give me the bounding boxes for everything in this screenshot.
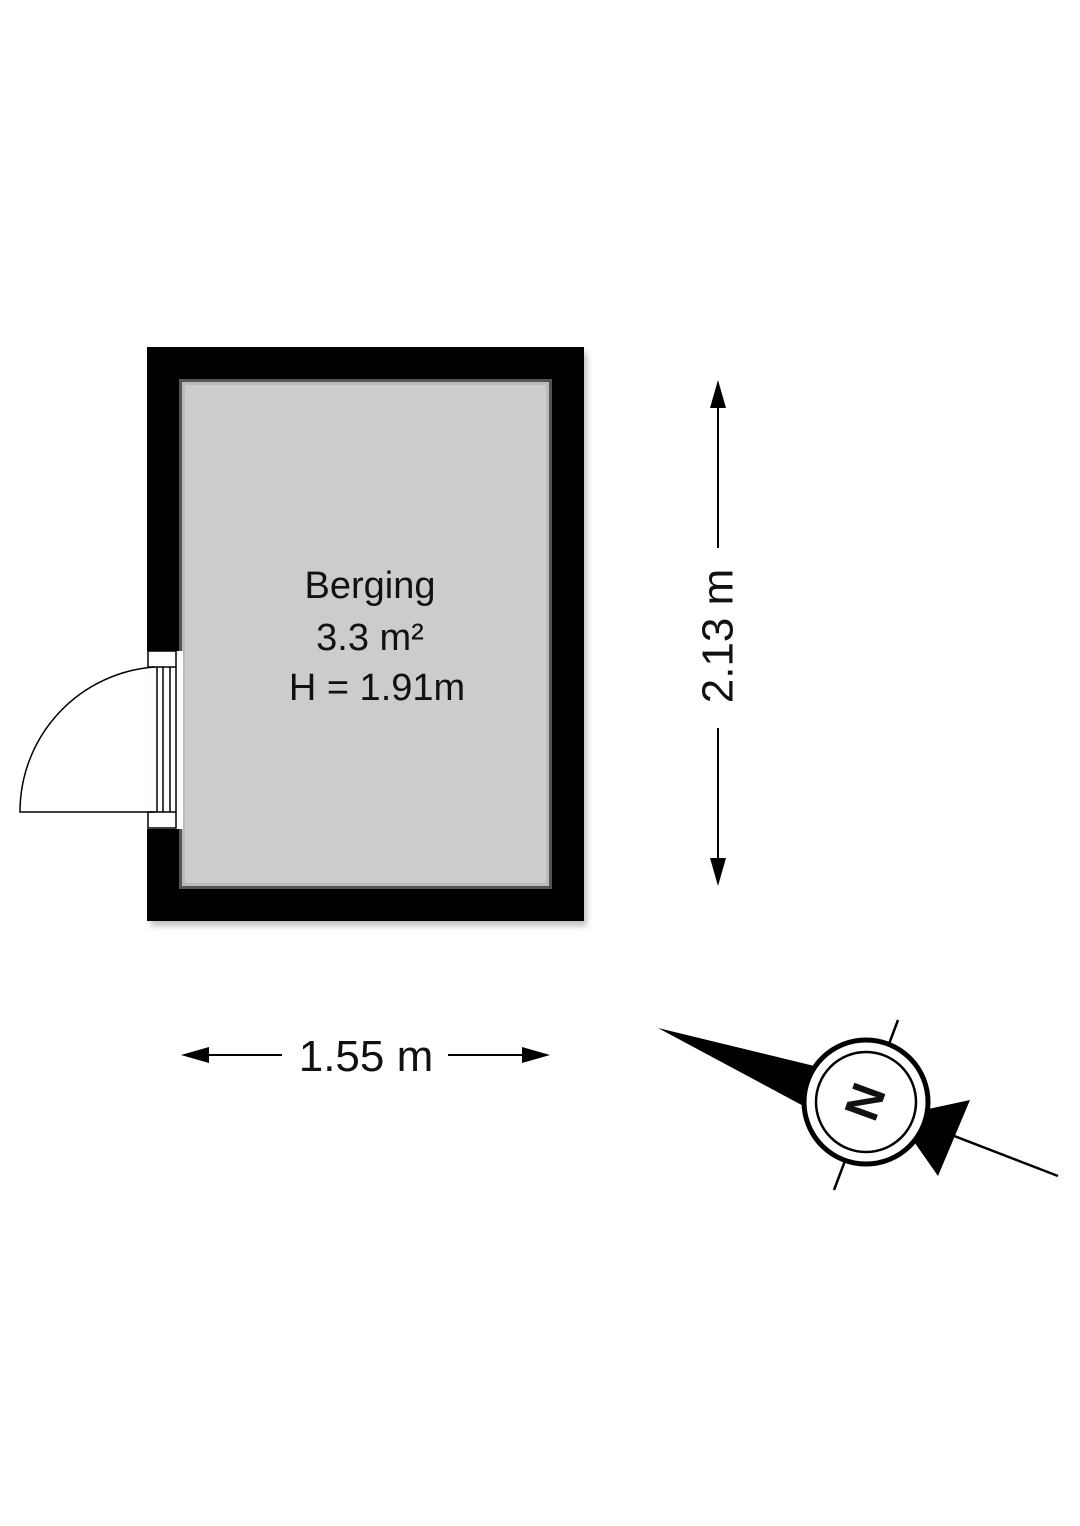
room-floor [182,382,549,886]
width-arrow-left [181,1047,209,1063]
width-dimension: 1.55 m [181,1032,550,1081]
room-height: H = 1.91m [289,667,465,709]
width-label: 1.55 m [299,1032,434,1081]
depth-arrow-down [710,858,726,886]
door-frame-bottom [147,811,177,829]
door [19,650,183,829]
door-opening [147,651,183,829]
door-swing-arc [19,666,156,813]
compass-inner-ring [814,1050,918,1154]
depth-dimension: 2.13 m [694,380,743,886]
depth-label: 2.13 m [694,569,743,704]
door-frame-top [147,650,177,668]
room-area: 3.3 m² [316,617,424,659]
floor-inner-shade [179,379,552,889]
room-name: Berging [305,565,436,607]
width-arrow-right [522,1047,550,1063]
depth-arrow-up [710,380,726,408]
compass-icon: N [658,1019,1059,1191]
